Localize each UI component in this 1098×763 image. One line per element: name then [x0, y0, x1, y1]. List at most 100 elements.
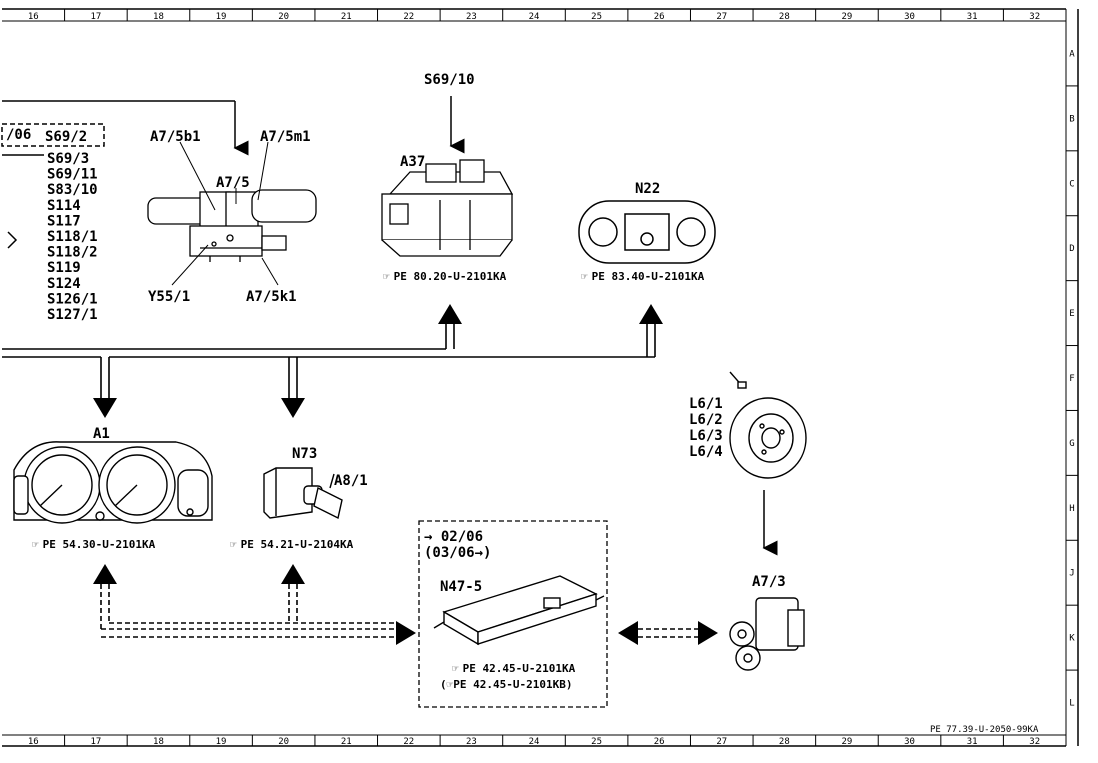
- a7-3-module: [729, 597, 805, 671]
- column-index-label: 21: [341, 12, 352, 22]
- column-index-label: 31: [967, 737, 978, 747]
- label-n47-5: N47-5: [440, 579, 482, 595]
- n22-module: [578, 200, 716, 264]
- can-bus-arrowheads: [93, 564, 718, 645]
- label-y55-1: Y55/1: [148, 289, 190, 305]
- left-list-item: S69/3: [47, 151, 89, 167]
- ref-n22: ☞PE 83.40-U-2101KA: [581, 270, 705, 283]
- ref-n47-1-text: PE 42.45-U-2101KA: [463, 662, 576, 675]
- column-index-label: 16: [28, 12, 39, 22]
- row-index-label: L: [1069, 699, 1074, 709]
- n73-ignition-switch: [263, 467, 343, 520]
- list-item-dashed: S69/2: [45, 129, 87, 145]
- main-signal-bus: [2, 324, 656, 400]
- ref-n22-text: PE 83.40-U-2101KA: [592, 270, 705, 283]
- label-n22: N22: [635, 181, 660, 197]
- ref-a1: ☞PE 54.30-U-2101KA: [32, 538, 156, 551]
- sheet-frame: [2, 8, 1079, 747]
- ref-a37: ☞PE 80.20-U-2101KA: [383, 270, 507, 283]
- label-a1: A1: [93, 426, 110, 442]
- row-index-label: H: [1069, 504, 1074, 514]
- left-signal-list: S69/3S69/11S83/10S114S117S118/1S118/2S11…: [47, 151, 98, 323]
- label-l6-1: L6/1: [689, 396, 723, 412]
- column-index-label: 18: [153, 737, 164, 747]
- column-index-label: 20: [278, 12, 289, 22]
- switch-group-leaders: [171, 141, 279, 286]
- column-index-label: 24: [529, 12, 540, 22]
- left-list-item: S119: [47, 260, 81, 276]
- row-index-label: J: [1069, 569, 1074, 579]
- row-index-label: A: [1069, 49, 1075, 59]
- column-index-label: 18: [153, 12, 164, 22]
- left-list-item: S117: [47, 213, 81, 229]
- left-list-connector: [1, 100, 249, 156]
- wheel-sensor-group: L6/1 L6/2 L6/3 L6/4: [689, 396, 723, 460]
- left-list-item: S118/2: [47, 245, 98, 261]
- column-index-label: 27: [716, 12, 727, 22]
- label-l6-2: L6/2: [689, 412, 723, 428]
- column-index-label: 30: [904, 12, 915, 22]
- column-index-label: 22: [403, 12, 414, 22]
- ref-n47-2: (☞PE 42.45-U-2101KB): [440, 678, 572, 691]
- column-index-label: 30: [904, 737, 915, 747]
- column-index-label: 29: [842, 12, 853, 22]
- ref-a1-text: PE 54.30-U-2101KA: [43, 538, 156, 551]
- column-index-label: 32: [1029, 737, 1040, 747]
- row-index-label: F: [1069, 374, 1074, 384]
- left-list-item: S124: [47, 276, 81, 292]
- a1-instrument-cluster: [13, 441, 213, 524]
- column-index-label: 28: [779, 737, 790, 747]
- a37-module: [381, 159, 514, 257]
- bus-arrowheads: [93, 304, 663, 418]
- column-index-label: 23: [466, 12, 477, 22]
- column-index-label: 27: [716, 737, 727, 747]
- ref-n47-1: ☞PE 42.45-U-2101KA: [452, 662, 576, 675]
- row-index-label: E: [1069, 309, 1074, 319]
- label-n73: N73: [292, 446, 317, 462]
- column-index-label: 21: [341, 737, 352, 747]
- column-index-label: 22: [403, 737, 414, 747]
- label-a37: A37: [400, 154, 425, 170]
- list-prefix: /06: [6, 127, 31, 143]
- switch-group-a7-5: [147, 189, 317, 262]
- incoming-arrow-left: [7, 231, 18, 249]
- left-list-item: S83/10: [47, 182, 98, 198]
- label-a7-3: A7/3: [752, 574, 786, 590]
- label-a7-5m1: A7/5m1: [260, 129, 311, 145]
- row-index-label: D: [1069, 244, 1074, 254]
- label-s69-10: S69/10: [424, 72, 475, 88]
- drawing-number: PE 77.39-U-2050-99KA: [930, 725, 1039, 735]
- column-index-label: 28: [779, 12, 790, 22]
- column-index-label: 25: [591, 12, 602, 22]
- row-index-label: C: [1069, 179, 1074, 189]
- left-list-item: S118/1: [47, 229, 98, 245]
- label-a7-5: A7/5: [216, 175, 250, 191]
- ref-n73-text: PE 54.21-U-2104KA: [241, 538, 354, 551]
- ref-a37-text: PE 80.20-U-2101KA: [394, 270, 507, 283]
- label-a7-5k1: A7/5k1: [246, 289, 297, 305]
- label-a7-5b1: A7/5b1: [150, 129, 201, 145]
- n47-date-2: (03/06→): [424, 545, 491, 561]
- column-index-label: 17: [90, 12, 101, 22]
- left-list-item: S126/1: [47, 291, 98, 307]
- column-index-label: 26: [654, 737, 665, 747]
- column-index-label: 17: [90, 737, 101, 747]
- left-list-item: S69/11: [47, 167, 98, 183]
- column-index-label: 19: [216, 12, 227, 22]
- label-l6-4: L6/4: [689, 444, 723, 460]
- can-bus-links: [100, 584, 698, 638]
- row-index-label: G: [1069, 439, 1074, 449]
- label-l6-3: L6/3: [689, 428, 723, 444]
- column-index-label: 26: [654, 12, 665, 22]
- column-index-label: 29: [842, 737, 853, 747]
- column-index-label: 23: [466, 737, 477, 747]
- column-index-label: 16: [28, 737, 39, 747]
- column-index-label: 31: [967, 12, 978, 22]
- label-a8-1: A8/1: [334, 473, 368, 489]
- column-index-label: 19: [216, 737, 227, 747]
- left-list-item: S114: [47, 198, 81, 214]
